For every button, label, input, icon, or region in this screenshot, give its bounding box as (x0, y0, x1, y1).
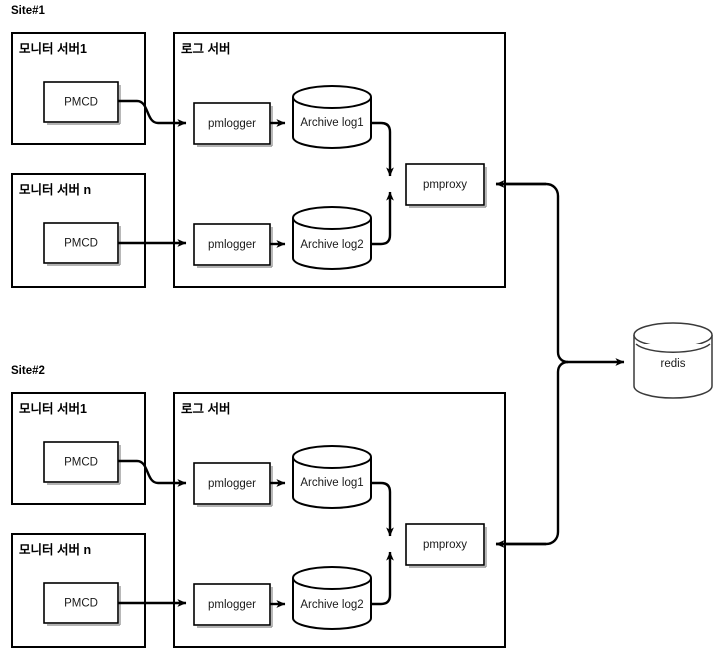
pmlogger-node-2: pmlogger (193, 583, 273, 628)
site-title: Site#2 (11, 365, 45, 377)
site-2: Site#2 모니터 서버1 PMCD 모니터 서버 n PMCD 로그 서버 … (11, 365, 506, 648)
monitor-server-2-title: 모니터 서버 n (19, 542, 91, 557)
pmcd-label-1: PMCD (64, 97, 98, 109)
pmlogger-node-2: pmlogger (193, 223, 273, 268)
archive-log-1-body (292, 97, 372, 149)
archive-log-1-label: Archive log1 (300, 477, 363, 489)
pmlogger-2-shadow (197, 587, 273, 628)
pmcd-box-2[interactable] (43, 582, 119, 624)
monitor-server-box-1: 모니터 서버1 PMCD (11, 32, 146, 145)
archive-log-2-label: Archive log2 (300, 599, 363, 611)
edge-pmproxy2-to-redis (496, 360, 569, 546)
monitor-server-1-title: 모니터 서버1 (19, 41, 87, 56)
pmcd-2-shadow (47, 586, 121, 626)
archive-log-cylinder-2[interactable]: Archive log2 (292, 566, 372, 630)
pmproxy-1-shadow (409, 167, 487, 208)
pmlogger-node-1: pmlogger (193, 102, 273, 147)
site-title: Site#1 (11, 5, 45, 17)
pmlogger-2-shadow (197, 227, 273, 268)
pmcd-label-2: PMCD (64, 598, 98, 610)
edge-archive2-to-pmproxy2 (371, 551, 394, 606)
edge-archive2-to-pmproxy1 (371, 191, 394, 246)
pmcd-1-shadow (47, 445, 121, 485)
pmcd-1-shadow (47, 85, 121, 125)
site-1: Site#1 모니터 서버1 PMCD 모니터 서버 n PMCD 로그 서버 … (11, 5, 506, 288)
pmlogger-box-2[interactable] (193, 583, 271, 626)
archive-log-2-label: Archive log2 (300, 239, 363, 251)
redis-datastore[interactable]: redis (633, 322, 713, 399)
archive-log-2-body (292, 578, 372, 630)
edge-pmcd1-to-pmlogger1 (118, 99, 187, 127)
monitor-server-box-2: 모니터 서버 n PMCD (11, 173, 146, 288)
monitor-server-box-2: 모니터 서버 n PMCD (11, 533, 146, 648)
pmcd-label-1: PMCD (64, 457, 98, 469)
pmlogger-1-shadow (197, 106, 273, 147)
pmlogger-box-2[interactable] (193, 223, 271, 266)
archive-log-cylinder-1[interactable]: Archive log1 (292, 445, 372, 509)
pmlogger-node-1: pmlogger (193, 462, 273, 507)
pmlogger-label-2: pmlogger (208, 599, 256, 611)
edge-archive1-to-pmproxy1 (371, 121, 394, 177)
pmproxy-box-1[interactable] (405, 163, 485, 206)
monitor-server-box-1: 모니터 서버1 PMCD (11, 392, 146, 505)
archive-log-cylinder-1[interactable]: Archive log1 (292, 85, 372, 149)
log-server-1-title: 로그 서버 (181, 41, 230, 56)
pmproxy-label-1: pmproxy (423, 179, 467, 191)
redis-label: redis (661, 358, 686, 370)
pmlogger-1-shadow (197, 466, 273, 507)
monitor-server-2-title: 모니터 서버 n (19, 182, 91, 197)
archive-log-1-top (292, 445, 372, 469)
pmproxy-2-shadow (409, 527, 487, 568)
archive-log-1-label: Archive log1 (300, 117, 363, 129)
pmproxy-node-2: pmproxy (405, 523, 487, 568)
log-server-2-title: 로그 서버 (181, 401, 230, 416)
archive-log-1-body (292, 457, 372, 509)
pmlogger-label-1: pmlogger (208, 478, 256, 490)
pmlogger-label-1: pmlogger (208, 118, 256, 130)
pmcd-2-shadow (47, 226, 121, 266)
archive-log-2-top (292, 206, 372, 230)
pmproxy-label-2: pmproxy (423, 539, 467, 551)
monitor-server-1-title: 모니터 서버1 (19, 401, 87, 416)
edge-archive1-to-pmproxy2 (371, 481, 394, 537)
archive-log-2-body (292, 218, 372, 270)
edge-pmcd1-to-pmlogger1 (118, 459, 187, 487)
pmproxy-box-2[interactable] (405, 523, 485, 566)
archive-log-2-top (292, 566, 372, 590)
pmcd-box-1[interactable] (43, 441, 119, 483)
pmlogger-box-1[interactable] (193, 102, 271, 145)
pmcd-label-2: PMCD (64, 238, 98, 250)
archive-log-1-top (292, 85, 372, 109)
edge-pmproxy1-to-redis (496, 182, 625, 366)
pmcd-box-2[interactable] (43, 222, 119, 264)
redis-cylinder-top (633, 322, 713, 348)
pmproxy-node-1: pmproxy (405, 163, 487, 208)
archive-log-cylinder-2[interactable]: Archive log2 (292, 206, 372, 270)
redis-cylinder-rim (635, 343, 711, 353)
pmlogger-label-2: pmlogger (208, 239, 256, 251)
